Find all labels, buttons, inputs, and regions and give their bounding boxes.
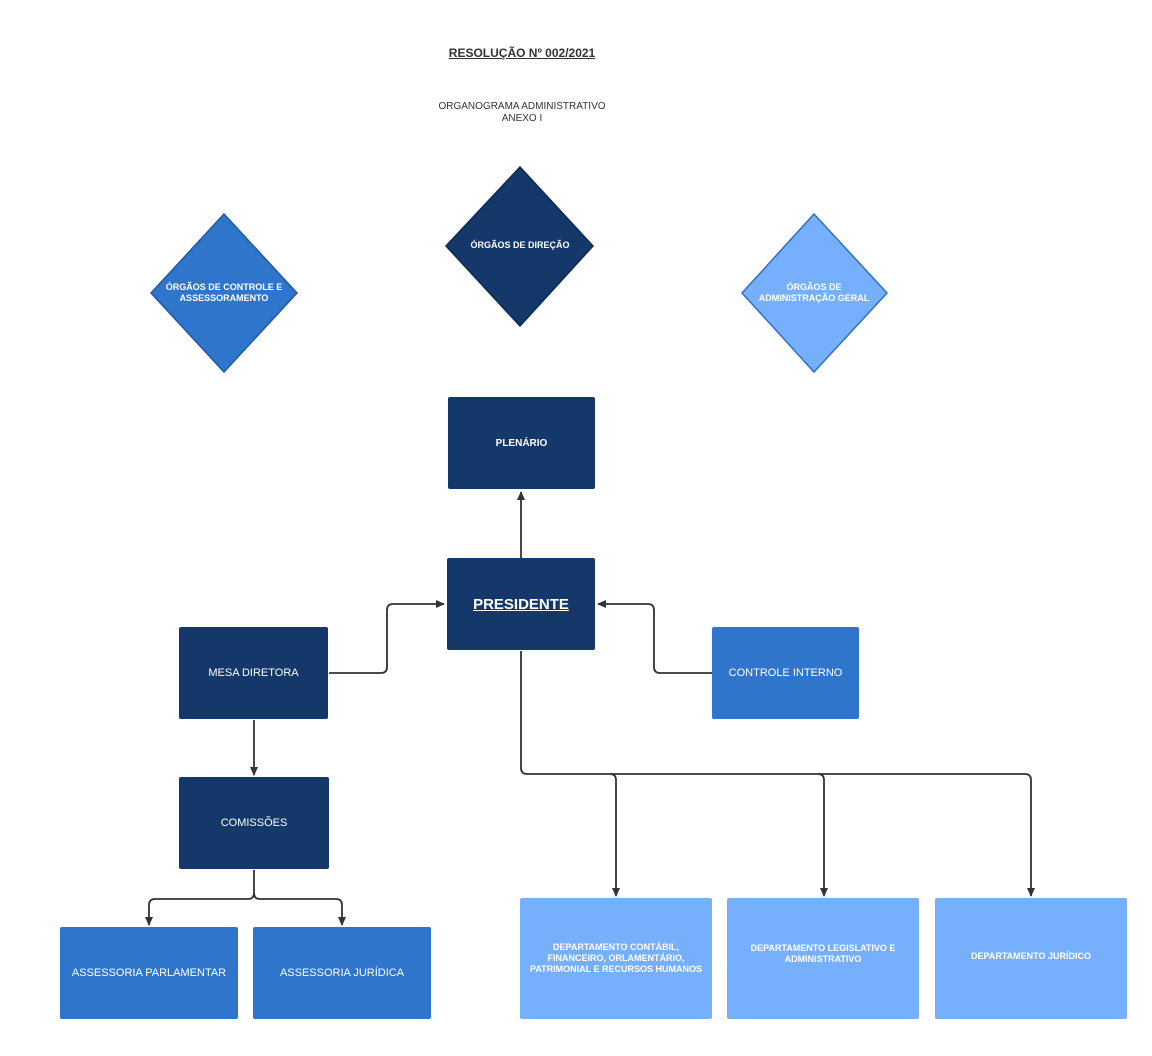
- node-presidente-label: PRESIDENTE: [473, 595, 569, 613]
- node-assessoria-juridica: ASSESSORIA JURÍDICA: [253, 927, 431, 1019]
- connector-comissoes-assessoria-parlamentar: [145, 870, 255, 926]
- page-title: RESOLUÇÃO Nº 002/2021: [448, 46, 596, 60]
- connector-departamento-contabil: [609, 773, 620, 897]
- node-plenario: PLENÁRIO: [448, 397, 595, 489]
- node-departamento-contabil: DEPARTAMENTO CONTÁBIL, FINANCEIRO, ORLAM…: [520, 898, 712, 1019]
- connector-controle-presidente: [597, 600, 712, 674]
- legend-diamond-direcao: [444, 165, 595, 328]
- legend-label-direcao: ÓRGÃOS DE DIREÇÃO: [470, 239, 570, 250]
- connector-comissoes-assessoria-juridica: [253, 892, 346, 926]
- connector-mesa-presidente: [329, 600, 445, 674]
- legend-label-controle: ÓRGÃOS DE CONTROLE E ASSESSORAMENTO: [165, 282, 283, 303]
- subtitle-line-1: ORGANOGRAMA ADMINISTRATIVO: [438, 101, 606, 112]
- node-controle-interno: CONTROLE INTERNO: [712, 627, 859, 719]
- node-assessoria-parlamentar: ASSESSORIA PARLAMENTAR: [60, 927, 238, 1019]
- legend-diamond-administracao: [740, 212, 889, 374]
- node-mesa-diretora: MESA DIRETORA: [179, 627, 328, 719]
- legend-diamond-controle: [149, 212, 299, 374]
- legend-label-administracao: ÓRGÃOS DE ADMINISTRAÇÃO GERAL: [758, 282, 870, 303]
- node-comissoes: COMISSÕES: [179, 777, 329, 869]
- subtitle-line-2: ANEXO I: [501, 113, 543, 124]
- node-departamento-juridico: DEPARTAMENTO JURÍDICO: [935, 898, 1127, 1019]
- node-presidente: PRESIDENTE: [447, 558, 595, 650]
- connector-departamento-legislativo: [817, 773, 828, 897]
- connector-presidente-departamentos: [520, 651, 1035, 897]
- node-departamento-legislativo: DEPARTAMENTO LEGISLATIVO E ADMINISTRATIV…: [727, 898, 919, 1019]
- page-subtitle: ORGANOGRAMA ADMINISTRATIVO ANEXO I: [372, 101, 672, 125]
